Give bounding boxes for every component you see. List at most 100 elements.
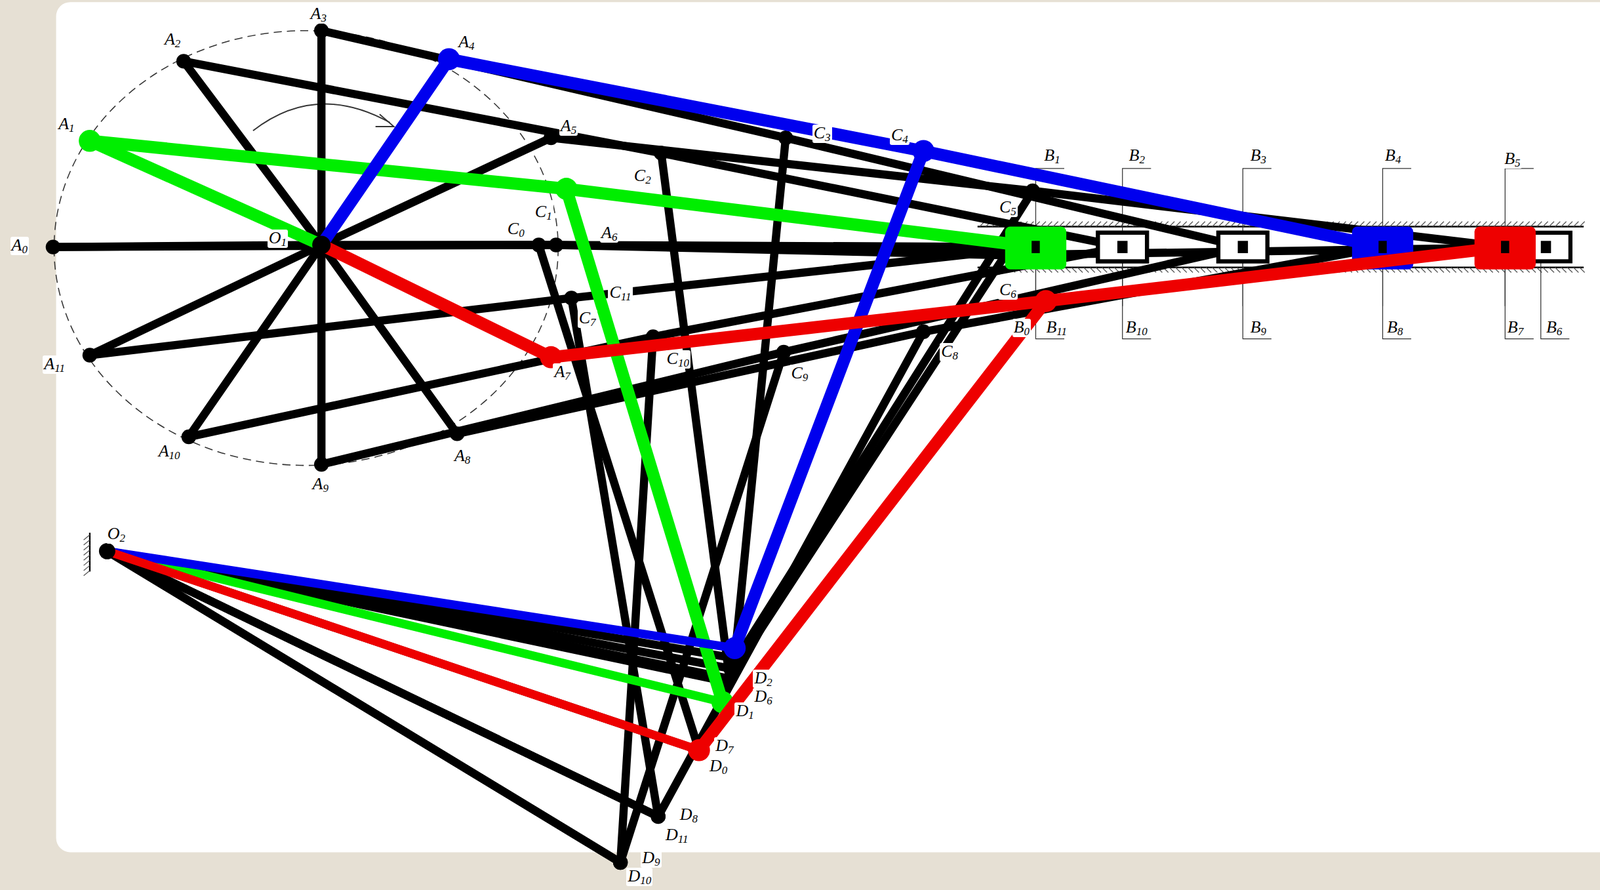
linkage-position [78,129,1067,713]
rotation-arrowhead [375,114,395,127]
point-label: B8 [1385,318,1404,338]
point-label: C6 [998,281,1018,300]
linkage-position [106,47,1414,659]
point-label: B7 [1506,318,1525,338]
joint [723,636,747,660]
joint [1025,183,1040,199]
point-label: A7 [552,363,572,382]
slider-pin [1238,240,1249,254]
slider-pin [1238,240,1249,254]
point-label: O1 [267,229,288,248]
link-bar [321,247,1243,465]
joint [314,457,329,472]
slider-pin [1500,240,1511,254]
pivot [99,542,116,560]
joint [776,344,791,360]
link-bar [317,245,326,465]
rocker-bar [106,550,621,863]
joint [543,130,559,145]
point-label: A11 [42,355,67,374]
point-label: D1 [734,702,755,721]
pivot [312,235,331,254]
slider-block [1218,232,1268,262]
point-label: C7 [577,309,598,328]
joint [78,129,101,153]
joint [613,855,628,870]
linkage-position [106,226,1536,761]
slider-pin [1031,240,1040,254]
link-bar [571,297,658,817]
point-label: D9 [640,849,661,868]
point-label: A3 [309,5,328,24]
joint [916,324,931,340]
slider-pin [1030,240,1042,254]
ground-hatch [83,534,90,576]
point-label: C9 [789,364,810,383]
slider-pin [1378,240,1387,254]
linkage-position [106,232,1147,870]
linkage-position [106,232,1408,824]
joint [181,429,197,444]
link-bar [321,59,450,245]
rocker-bar [106,550,621,863]
point-label: A0 [10,236,29,256]
link-bar [449,59,1383,247]
point-label: C11 [607,283,633,303]
slider-block [1218,232,1268,262]
rocker-bar [106,550,700,750]
joint [778,130,793,145]
point-label: C3 [812,124,833,143]
slider-block [1474,226,1536,269]
joint [912,140,935,163]
link-bar [89,247,1037,356]
joint [82,347,98,362]
point-label: A4 [457,33,476,52]
point-label: A10 [157,442,182,461]
point-label: B1 [1042,146,1061,166]
point-label: A8 [453,447,472,466]
joint [555,177,578,200]
point-label: A5 [559,117,578,136]
point-label: B11 [1044,318,1069,338]
joint [650,809,665,824]
point-label: A2 [163,30,182,50]
point-label: B10 [1124,318,1149,338]
point-label: D10 [626,867,653,886]
rocker-bar [106,550,735,648]
point-label: B5 [1502,150,1522,169]
point-label: B4 [1383,146,1402,166]
link-bar [550,247,1505,358]
point-label: A9 [311,475,330,494]
point-label: D2 [752,669,774,688]
link-bar [321,245,551,358]
joint [563,290,579,305]
point-label: O2 [106,525,127,544]
slider-pin [1030,240,1042,254]
slider-block [1097,232,1147,262]
joint [45,239,61,254]
link-bar [658,331,924,817]
slider-pin [1117,240,1128,254]
point-label: C4 [889,126,910,145]
joint [314,23,329,39]
point-label: D11 [664,826,690,845]
joint [176,53,191,69]
joint [548,237,564,252]
point-label: D0 [708,757,729,776]
point-label: B2 [1127,146,1147,166]
point-label: D7 [714,737,735,756]
point-label: B9 [1249,318,1268,338]
point-label: C10 [665,350,691,369]
point-label: A1 [57,115,76,134]
point-label: C1 [533,203,554,222]
joint [687,739,711,762]
point-label: C5 [998,198,1018,218]
slider-block [1005,226,1067,269]
point-label: B6 [1544,318,1564,338]
point-label: C2 [632,167,653,186]
point-label: B3 [1249,146,1268,166]
linkage-position [106,232,1267,870]
point-label: A6 [600,224,619,243]
joint [650,809,665,824]
